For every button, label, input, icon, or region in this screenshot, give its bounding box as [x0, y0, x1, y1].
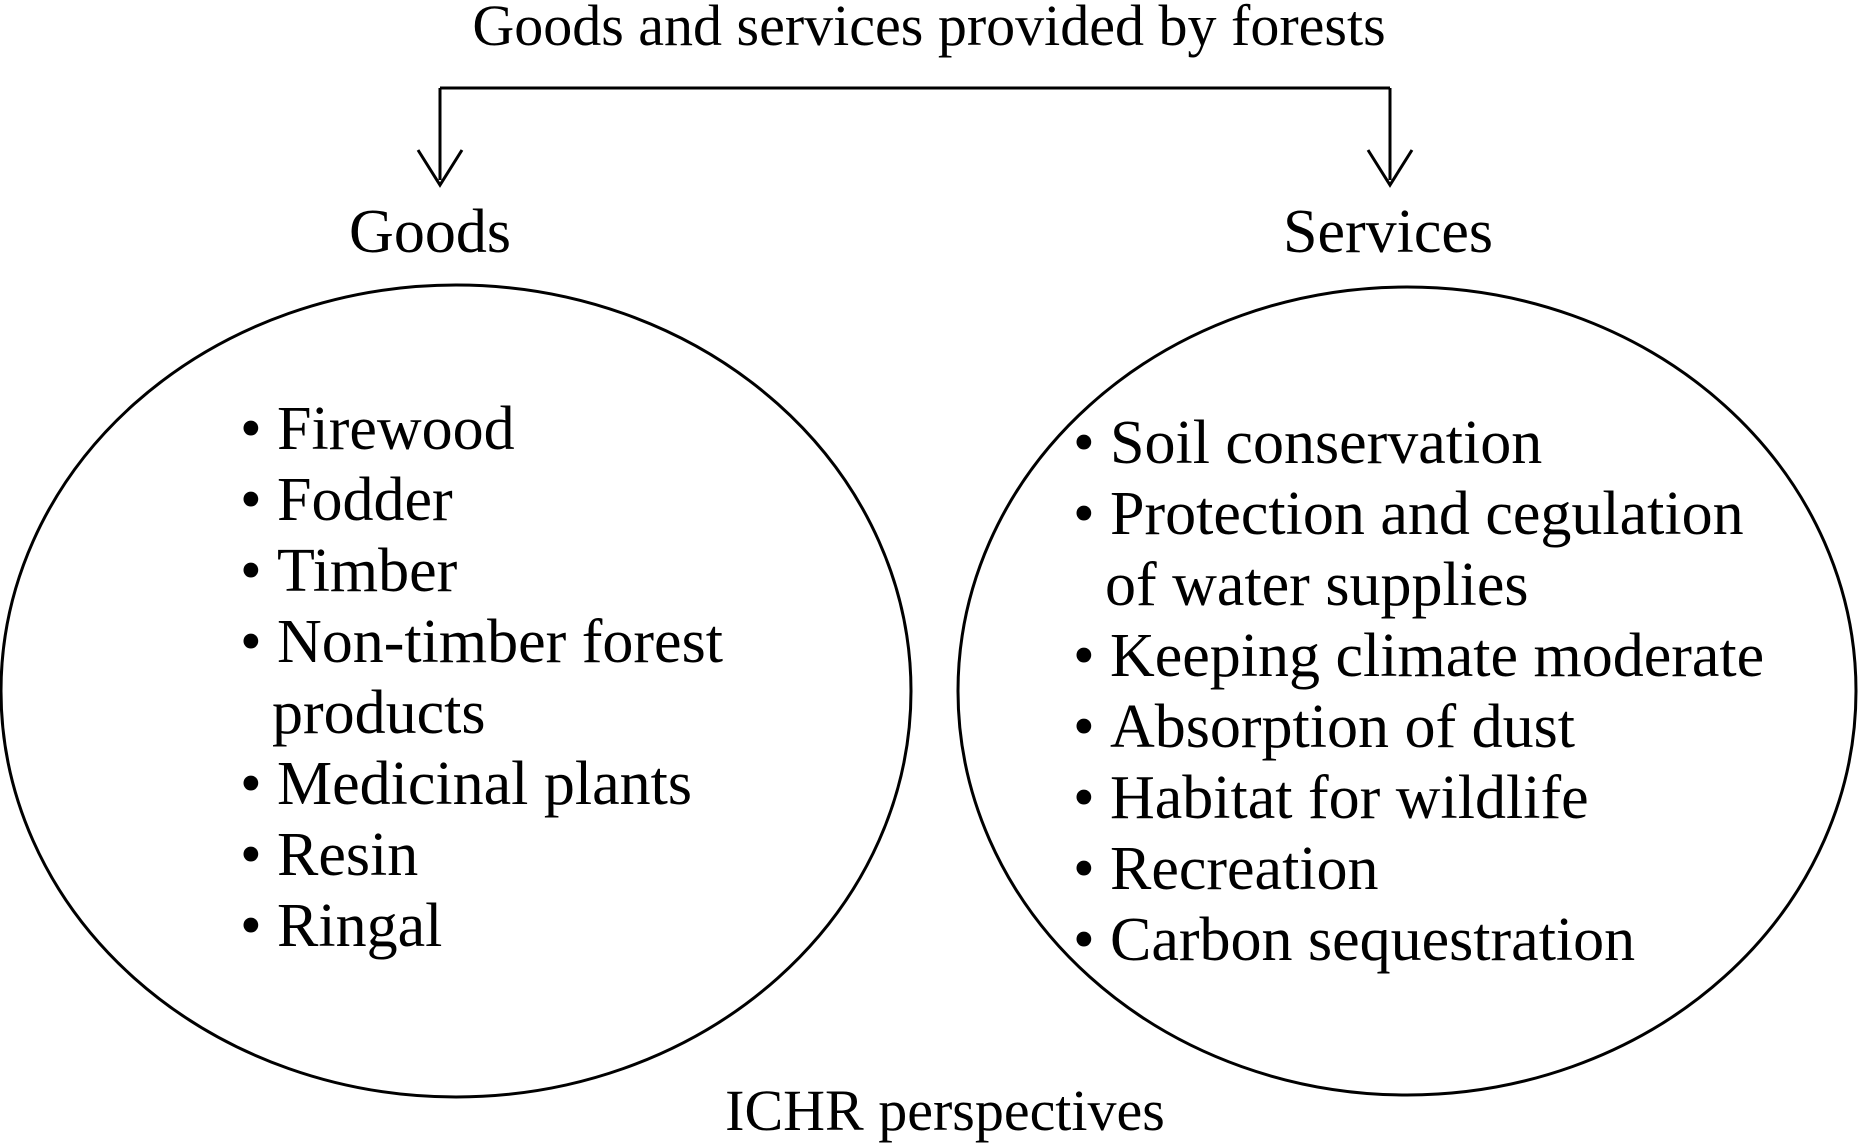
arrowhead-right-icon [1366, 149, 1414, 188]
goods-ellipse [0, 283, 913, 1099]
bullet-icon: • [1073, 906, 1095, 974]
services-ellipse [956, 285, 1858, 1097]
bullet-icon: • [240, 537, 262, 605]
bullet-icon: • [1073, 622, 1095, 690]
diagram-footer: ICHR perspectives [725, 1078, 1165, 1143]
goods-item-label: Ringal [277, 892, 442, 960]
goods-list: •Firewood•Fodder•Timber•Non-timber fores… [240, 395, 723, 960]
services-item-label: Keeping climate moderate [1110, 622, 1764, 690]
goods-item: •Resin [240, 821, 418, 889]
goods-item-label: Fodder [277, 466, 453, 534]
bullet-icon: • [240, 892, 262, 960]
goods-item-label: Medicinal plants [277, 750, 692, 818]
goods-item: •Medicinal plants [240, 750, 692, 818]
goods-item: •Fodder [240, 466, 453, 534]
bullet-icon: • [240, 395, 262, 463]
bullet-icon: • [1073, 480, 1095, 548]
bullet-icon: • [240, 750, 262, 818]
goods-item-label: Timber [277, 537, 458, 605]
services-item: •Habitat for wildlife [1073, 764, 1589, 832]
services-heading: Services [1283, 198, 1493, 266]
goods-item-label: products [272, 679, 486, 747]
title-connector [416, 86, 1414, 188]
bullet-icon: • [240, 466, 262, 534]
goods-heading: Goods [349, 198, 511, 266]
goods-item: •Firewood [240, 395, 515, 463]
bullet-icon: • [1073, 835, 1095, 903]
bullet-icon: • [240, 608, 262, 676]
goods-item-label: Resin [277, 821, 418, 889]
services-item-label: Soil conservation [1110, 409, 1542, 477]
services-item: •Soil conservation [1073, 409, 1542, 477]
diagram-title: Goods and services provided by forests [472, 0, 1385, 58]
bullet-icon: • [1073, 693, 1095, 761]
services-item-label: Protection and cegulation [1110, 480, 1744, 548]
arrowhead-left-icon [416, 149, 464, 188]
goods-item: •Timber [240, 537, 458, 605]
services-item: •Keeping climate moderate [1073, 622, 1764, 690]
services-item-label: of water supplies [1105, 551, 1529, 619]
bullet-icon: • [1073, 764, 1095, 832]
services-item-label: Habitat for wildlife [1110, 764, 1589, 832]
goods-item-label: Firewood [277, 395, 515, 463]
goods-item-label: Non-timber forest [277, 608, 723, 676]
services-list: •Soil conservation•Protection and cegula… [1073, 409, 1764, 974]
goods-item: •Ringal [240, 892, 442, 960]
services-item-label: Carbon sequestration [1110, 906, 1635, 974]
bullet-icon: • [1073, 409, 1095, 477]
services-item: •Recreation [1073, 835, 1379, 903]
services-item: •Absorption of dust [1073, 693, 1575, 761]
bullet-icon: • [240, 821, 262, 889]
services-item: •Carbon sequestration [1073, 906, 1635, 974]
services-item-label: Absorption of dust [1110, 693, 1575, 761]
services-item-label: Recreation [1110, 835, 1379, 903]
